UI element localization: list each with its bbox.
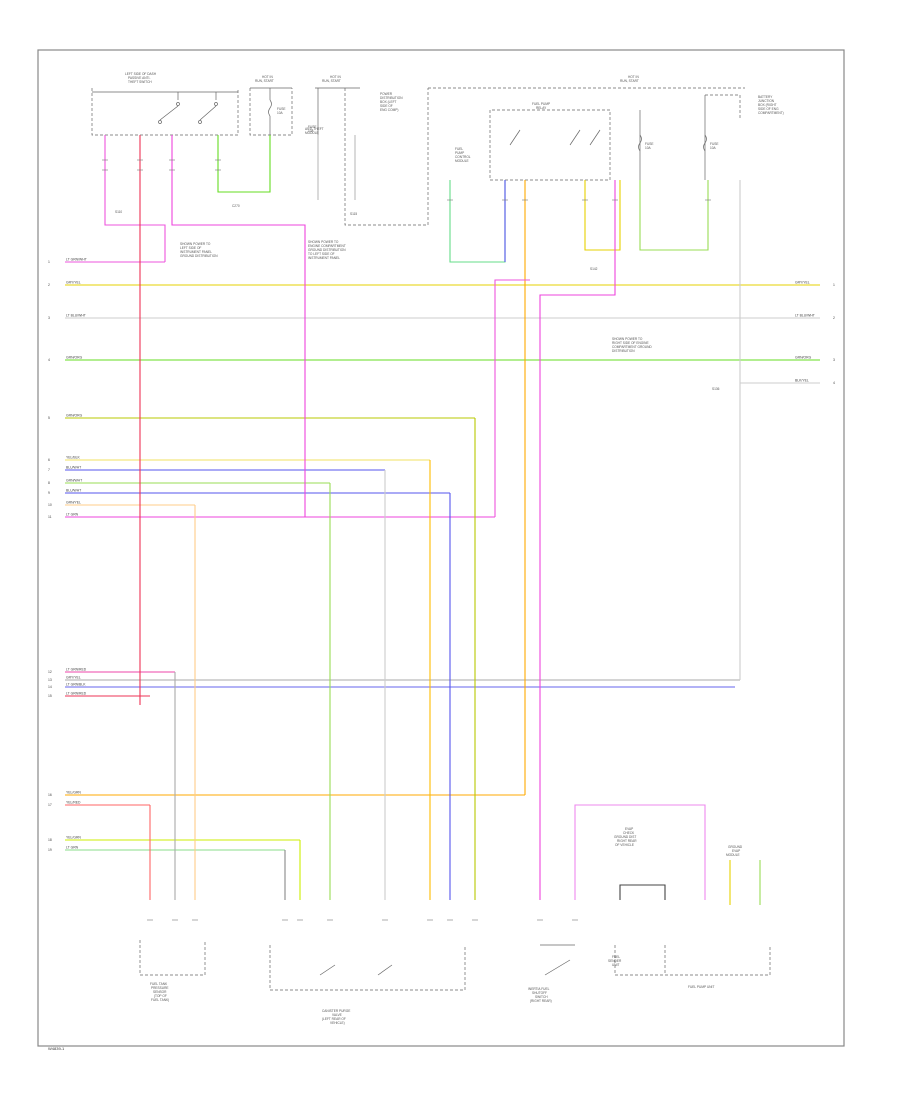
wire-number-left: 19: [48, 848, 52, 852]
wire-number-left: 17: [48, 803, 52, 807]
wire-color-label-left: GRY/YEL: [66, 676, 81, 680]
wire-color-label-right: BLK/YEL: [795, 379, 809, 383]
wire-number-left: 1: [48, 260, 50, 264]
passive-anti-theft-switch-label: LEFT SIDE OF DASH PASSIVE ANTI- THEFT SW…: [125, 72, 157, 84]
top-components: [91, 87, 745, 226]
wire-color-label-left: LT BLU/WHT: [66, 314, 86, 318]
splice-s136: S136: [712, 387, 720, 391]
wire-color-label-left: YEL/RED: [66, 801, 81, 805]
splice-s142: S142: [590, 267, 598, 271]
wire-number-right: 1: [833, 283, 835, 287]
diagram-code: W4839-1: [48, 1046, 65, 1051]
wire-number-left: 14: [48, 685, 52, 689]
vertical-wires: [104, 135, 761, 905]
connector-stubs: [102, 159, 711, 921]
wire-color-label-left: YEL/GRN: [66, 791, 81, 795]
wire-color-label-left: LT GRN: [66, 846, 79, 850]
wire-color-label-left: LT GRN/RED: [66, 668, 87, 672]
wire-number-left: 11: [48, 515, 52, 519]
wire-number-left: 10: [48, 503, 52, 507]
wire-color-label-left: BLU/WHT: [66, 489, 81, 493]
wire-color-label-left: GRN/ORG: [66, 414, 83, 418]
wire-number-left: 4: [48, 358, 50, 362]
wire-color-label-right: LT BLU/WHT: [795, 314, 815, 318]
wire-color-label-right: GRY/YEL: [795, 281, 810, 285]
wire-number-right: 4: [833, 381, 835, 385]
wire-color-label-left: LT GRN: [66, 513, 79, 517]
diagram-frame: [37, 49, 845, 1047]
wire-number-left: 15: [48, 694, 52, 698]
wire-number-left: 3: [48, 316, 50, 320]
wire-number-left: 8: [48, 481, 50, 485]
bottom-components: [139, 940, 771, 991]
wire-number-left: 16: [48, 793, 52, 797]
bus-wires: [65, 261, 820, 851]
wire-number-left: 7: [48, 468, 50, 472]
wire-color-label-left: GRY/YEL: [66, 281, 81, 285]
wire-number-left: 2: [48, 283, 50, 287]
wire-number-left: 18: [48, 838, 52, 842]
fuel-pump-unit-label: FUEL PUMP UNIT: [688, 985, 714, 989]
top-labels: LEFT SIDE OF DASH PASSIVE ANTI- THEFT SW…: [115, 72, 784, 391]
wire-number-left: 6: [48, 458, 50, 462]
splice-s115: S115: [350, 212, 357, 216]
wire-color-label-right: GRN/ORG: [795, 356, 812, 360]
wire-number-left: 9: [48, 491, 50, 495]
wire-number-left: 13: [48, 678, 52, 682]
wire-number-right: 3: [833, 358, 835, 362]
wire-color-label-left: BLU/WHT: [66, 466, 81, 470]
wire-color-label-left: GRN/YEL: [66, 501, 81, 505]
connector-c270: C270: [232, 204, 240, 208]
splice-s110: S110: [115, 210, 122, 214]
wire-color-label-left: LT GRN/RED: [66, 692, 87, 696]
wire-color-label-left: LT GRN/WHT: [66, 258, 87, 262]
wire-number-right: 2: [833, 316, 835, 320]
wire-color-label-left: GRN/ORG: [66, 356, 83, 360]
wire-color-label-left: YEL/GRN: [66, 836, 81, 840]
wire-color-label-left: GRN/WHT: [66, 479, 82, 483]
wire-number-left: 5: [48, 416, 50, 420]
wire-color-label-left: YEL/BLK: [66, 456, 80, 460]
wire-color-label-left: LT GRN/BLK: [66, 683, 86, 687]
wire-number-left: 12: [48, 670, 52, 674]
